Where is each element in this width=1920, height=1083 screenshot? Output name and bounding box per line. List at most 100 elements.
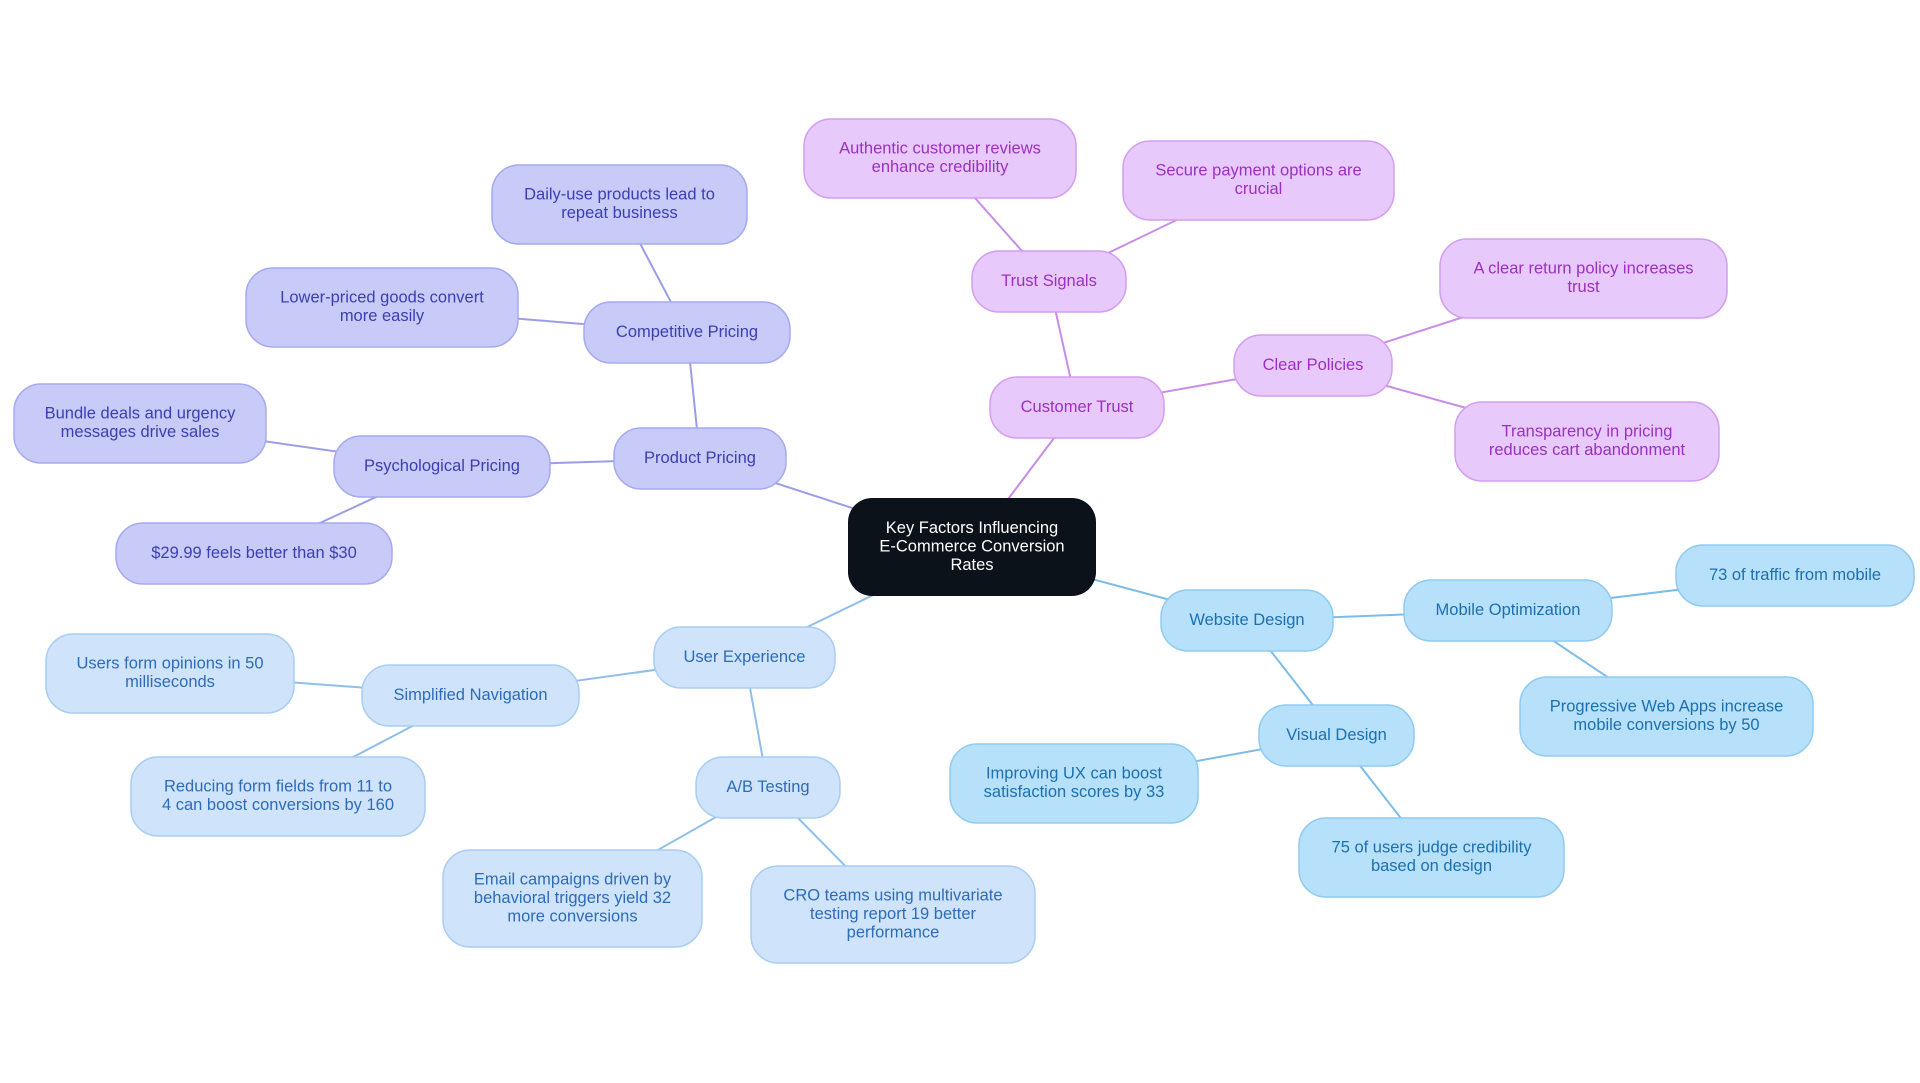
node-traffic[interactable]: 73 of traffic from mobile bbox=[1675, 544, 1915, 607]
node-signals-box bbox=[971, 250, 1127, 313]
node-daily-box bbox=[491, 164, 748, 245]
node-nav-box bbox=[361, 664, 580, 727]
node-psych-label: Psychological Pricing bbox=[364, 457, 520, 475]
node-visual-label-line: Visual Design bbox=[1286, 726, 1387, 744]
node-root-box bbox=[848, 498, 1096, 596]
node-ab-label: A/B Testing bbox=[726, 778, 809, 796]
node-root-label-line: Key Factors Influencing bbox=[886, 519, 1058, 537]
node-price2999[interactable]: $29.99 feels better than $30 bbox=[115, 522, 393, 585]
node-price2999-box bbox=[115, 522, 393, 585]
node-daily-label-line: repeat business bbox=[561, 204, 678, 222]
node-nav-label-line: Simplified Navigation bbox=[393, 686, 547, 704]
node-uxboost-label-line: Improving UX can boost bbox=[986, 765, 1163, 783]
node-reviews-label-line: enhance credibility bbox=[872, 158, 1009, 176]
node-email-label-line: Email campaigns driven by bbox=[474, 870, 672, 888]
node-design-box bbox=[1160, 589, 1334, 652]
node-payment-box bbox=[1122, 140, 1395, 221]
node-pricing-label: Product Pricing bbox=[644, 449, 756, 467]
node-signals[interactable]: Trust Signals bbox=[971, 250, 1127, 313]
node-mobile-box bbox=[1403, 579, 1613, 642]
node-visual[interactable]: Visual Design bbox=[1258, 704, 1415, 767]
node-formfields-box bbox=[130, 756, 426, 837]
node-trust-label: Customer Trust bbox=[1021, 398, 1134, 416]
node-pwa-box bbox=[1519, 676, 1814, 757]
node-policies[interactable]: Clear Policies bbox=[1233, 334, 1393, 397]
node-psych[interactable]: Psychological Pricing bbox=[333, 435, 551, 498]
node-uxboost-label-line: satisfaction scores by 33 bbox=[984, 783, 1165, 801]
node-credibility-label-line: based on design bbox=[1371, 857, 1492, 875]
node-nav-label: Simplified Navigation bbox=[393, 686, 547, 704]
node-price2999-label-line: $29.99 feels better than $30 bbox=[151, 544, 357, 562]
node-design-label: Website Design bbox=[1189, 611, 1304, 629]
node-credibility-box bbox=[1298, 817, 1565, 898]
node-traffic-label: 73 of traffic from mobile bbox=[1709, 566, 1881, 584]
node-email-label-line: more conversions bbox=[507, 907, 637, 925]
node-trust-label-line: Customer Trust bbox=[1021, 398, 1134, 416]
node-lower-label-line: more easily bbox=[340, 307, 425, 325]
node-psych-box bbox=[333, 435, 551, 498]
node-ab[interactable]: A/B Testing bbox=[695, 756, 841, 819]
node-return-label-line: A clear return policy increases bbox=[1473, 260, 1693, 278]
node-trust[interactable]: Customer Trust bbox=[989, 376, 1165, 439]
node-policies-box bbox=[1233, 334, 1393, 397]
node-ab-label-line: A/B Testing bbox=[726, 778, 809, 796]
node-competitive-box bbox=[583, 301, 791, 364]
node-mobile-label-line: Mobile Optimization bbox=[1436, 601, 1581, 619]
node-lower-box bbox=[245, 267, 519, 348]
node-pwa-label-line: mobile conversions by 50 bbox=[1573, 716, 1759, 734]
node-opinions-label-line: milliseconds bbox=[125, 673, 215, 691]
node-mobile[interactable]: Mobile Optimization bbox=[1403, 579, 1613, 642]
node-reviews-label-line: Authentic customer reviews bbox=[839, 140, 1041, 158]
node-root-label-line: Rates bbox=[950, 556, 993, 574]
node-mobile-label: Mobile Optimization bbox=[1436, 601, 1581, 619]
node-policies-label: Clear Policies bbox=[1263, 356, 1364, 374]
node-transparency-box bbox=[1454, 401, 1720, 482]
node-cro-box bbox=[750, 865, 1036, 964]
node-competitive[interactable]: Competitive Pricing bbox=[583, 301, 791, 364]
node-bundle-label-line: Bundle deals and urgency bbox=[45, 405, 237, 423]
node-signals-label: Trust Signals bbox=[1001, 272, 1097, 290]
node-nav[interactable]: Simplified Navigation bbox=[361, 664, 580, 727]
node-visual-label: Visual Design bbox=[1286, 726, 1387, 744]
node-pricing[interactable]: Product Pricing bbox=[613, 427, 787, 490]
node-lower-label-line: Lower-priced goods convert bbox=[280, 289, 484, 307]
node-uxboost-box bbox=[949, 743, 1199, 824]
node-ux[interactable]: User Experience bbox=[653, 626, 836, 689]
node-traffic-label-line: 73 of traffic from mobile bbox=[1709, 566, 1881, 584]
node-ab-box bbox=[695, 756, 841, 819]
node-cro-label-line: performance bbox=[847, 923, 940, 941]
node-traffic-box bbox=[1675, 544, 1915, 607]
node-return-label-line: trust bbox=[1567, 278, 1600, 296]
node-email-box bbox=[442, 849, 703, 948]
node-bundle-label-line: messages drive sales bbox=[61, 423, 220, 441]
node-ux-label-line: User Experience bbox=[684, 648, 806, 666]
node-design[interactable]: Website Design bbox=[1160, 589, 1334, 652]
node-payment-label-line: crucial bbox=[1235, 180, 1283, 198]
